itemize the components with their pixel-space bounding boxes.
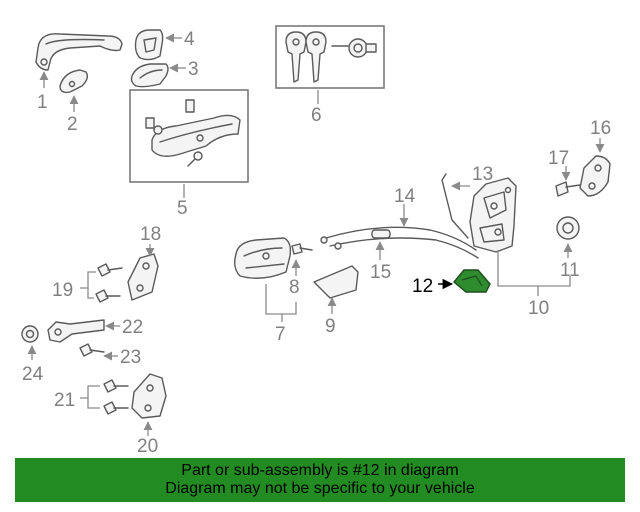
part-9-pad: 9 (313, 265, 359, 337)
callout-6: 6 (311, 105, 322, 126)
part-13-rod: 13 (441, 164, 493, 239)
callout-9: 9 (325, 316, 336, 337)
part-14-15-cables: 14 15 (320, 186, 479, 283)
part-19-bolts: 19 (52, 263, 123, 303)
part-16-striker: 16 (579, 118, 611, 197)
part-3-cover: 3 (130, 59, 199, 88)
banner-line-2: Diagram may not be specific to your vehi… (165, 480, 475, 497)
part-17-screw: 17 (548, 148, 581, 197)
part-7-inner-handle: 7 (233, 237, 297, 345)
callout-11: 11 (560, 260, 580, 281)
callout-12: 12 (412, 276, 433, 297)
callout-23: 23 (120, 347, 141, 368)
part-22-door-check: 22 (47, 317, 143, 343)
part-1-outer-handle: 1 (35, 33, 123, 113)
part-11-grommet: 11 (556, 216, 580, 281)
part-10-latch-assembly: 10 (469, 177, 571, 319)
part-20-lower-hinge: 20 (131, 373, 167, 457)
callout-19: 19 (52, 280, 73, 301)
banner-line-1: Part or sub-assembly is #12 in diagram (181, 462, 459, 479)
part-2-bezel: 2 (59, 69, 89, 135)
part-4-cover: 4 (134, 29, 195, 61)
callout-20: 20 (137, 436, 158, 457)
callout-2: 2 (67, 114, 78, 135)
callout-7: 7 (275, 324, 286, 345)
callout-14: 14 (394, 186, 416, 207)
callout-8: 8 (289, 277, 300, 298)
part-8-screw: 8 (289, 243, 313, 298)
callout-24: 24 (22, 364, 44, 385)
callout-17: 17 (548, 148, 569, 169)
callout-21: 21 (54, 390, 75, 411)
callout-1: 1 (37, 92, 48, 113)
callout-4: 4 (184, 29, 195, 50)
part-21-bolts: 21 (54, 379, 129, 415)
callout-10: 10 (528, 298, 549, 319)
part-23-bolt: 23 (79, 343, 141, 368)
part-5-handle-frame-box: 5 (129, 89, 249, 219)
notice-banner: Part or sub-assembly is #12 in diagram D… (15, 458, 625, 502)
callout-13: 13 (472, 164, 493, 185)
callout-22: 22 (122, 317, 143, 338)
callout-5: 5 (177, 198, 188, 219)
callout-3: 3 (188, 59, 199, 80)
callout-15: 15 (370, 262, 391, 283)
callout-16: 16 (590, 118, 611, 139)
part-18-upper-hinge: 18 (127, 224, 161, 301)
callout-18: 18 (140, 224, 161, 245)
part-6-keys-box: 6 (275, 25, 385, 126)
part-24-nut: 24 (21, 325, 44, 385)
part-12-highlighted: 12 (412, 269, 491, 297)
